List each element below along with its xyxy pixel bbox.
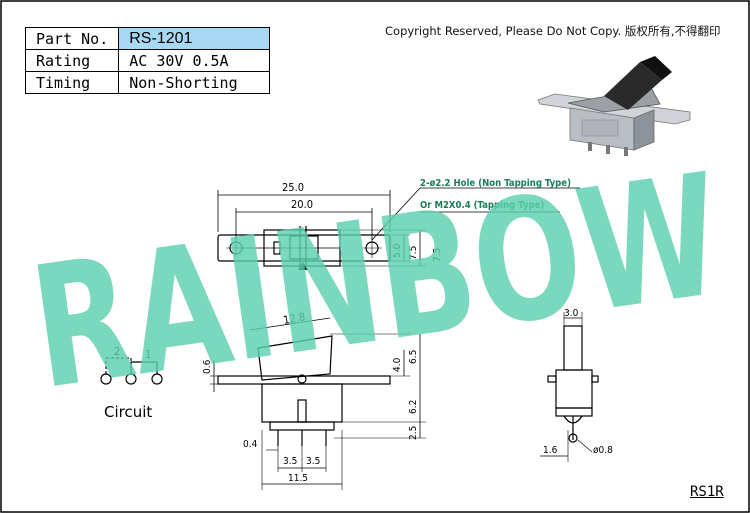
top-dim-holes: 20.0 [291, 198, 313, 211]
front-dim-actuator: 12.8 [282, 310, 306, 327]
hole-note-line1: 2-ø2.2 Hole (Non Tapping Type) [420, 178, 571, 189]
circuit-pin-b: 1 [145, 348, 151, 361]
circuit-label: Circuit [104, 403, 153, 421]
front-dim-b: 6.5 [408, 350, 419, 364]
side-dim-left: 1.6 [543, 445, 558, 456]
front-dim-a: 4.0 [392, 357, 403, 372]
spec-label: Part No. [24, 27, 120, 50]
reference-code: RS1R [690, 484, 724, 500]
circuit-diagram [100, 357, 163, 385]
spec-row-part: Part No. RS-1201 [24, 27, 271, 50]
spec-label: Timing [24, 71, 120, 94]
front-dim-width: 11.5 [288, 473, 308, 484]
front-dim-pitch-a: 3.5 [283, 456, 297, 467]
front-view [210, 317, 426, 490]
front-dim-c: 6.2 [408, 400, 419, 414]
top-view [217, 187, 580, 270]
spec-row-timing: Timing Non-Shorting [24, 71, 271, 94]
side-dim-pin: ø0.8 [593, 445, 613, 456]
side-dim-top: 3.0 [564, 308, 579, 319]
spec-value: RS-1201 [118, 27, 271, 50]
top-dim-height-b2: 7.5 [432, 248, 443, 262]
spec-table: Part No. RS-1201 Rating AC 30V 0.5A Timi… [24, 27, 271, 94]
top-dim-height-a: 5.0 [392, 243, 403, 258]
hole-note-line2: Or M2X0.4 (Tapping Type) [420, 200, 544, 211]
front-dim-pin: 0.4 [243, 439, 258, 450]
front-dim-offset: 0.6 [202, 359, 213, 374]
circuit-pin-a: 2 [114, 345, 120, 358]
front-dim-pitch-b: 3.5 [306, 456, 320, 467]
spec-row-rating: Rating AC 30V 0.5A [24, 49, 271, 72]
front-dim-d: 2.5 [408, 426, 419, 440]
side-view [540, 312, 599, 462]
top-dim-height-b: 7.5 [408, 246, 419, 260]
spec-value: Non-Shorting [118, 71, 271, 94]
product-photo [537, 56, 691, 156]
spec-label: Rating [24, 49, 120, 72]
copyright-notice: Copyright Reserved, Please Do Not Copy. … [385, 24, 721, 38]
top-dim-overall: 25.0 [282, 181, 304, 194]
